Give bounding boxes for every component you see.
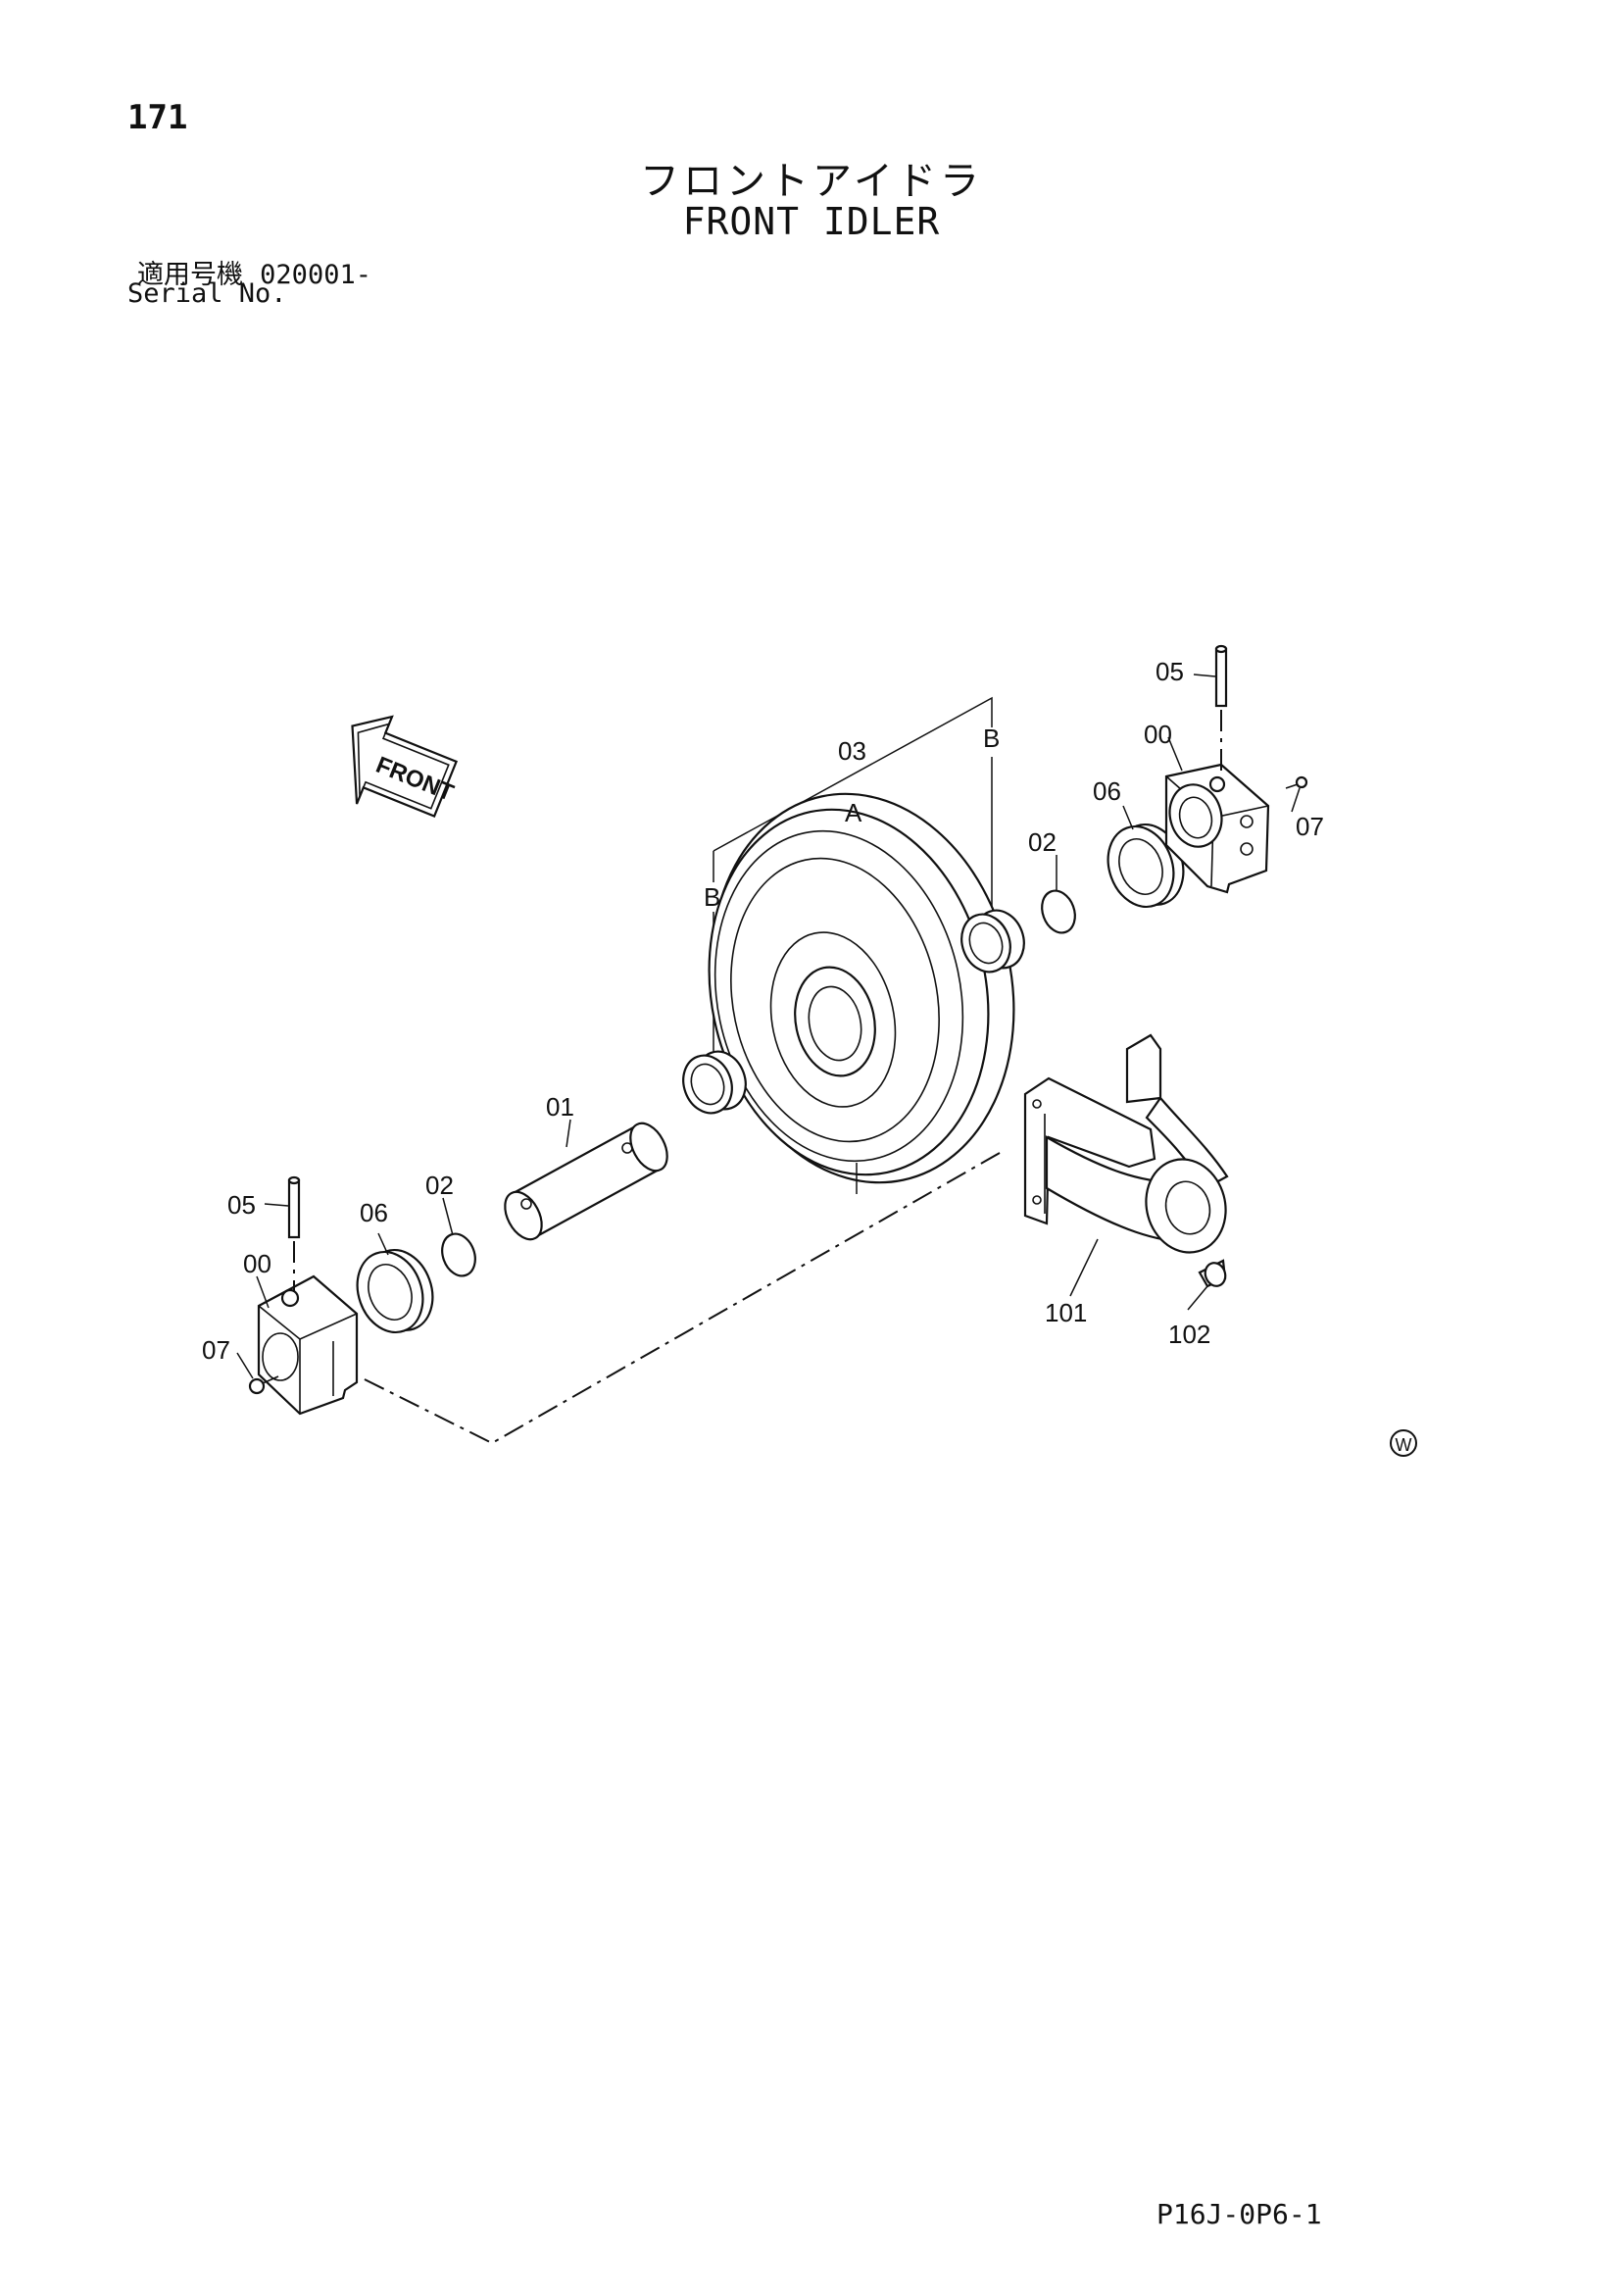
circled-w-mark: W — [1390, 1429, 1417, 1457]
callout-101: 101 — [1045, 1298, 1087, 1327]
page-number: 171 — [127, 98, 188, 137]
idler-wheel-part — [708, 792, 1015, 1184]
callout-03: 03 — [838, 736, 866, 766]
bushing-left-part — [682, 1050, 747, 1115]
callout-ref-b-left: B — [704, 882, 720, 912]
serial-label-english: Serial No. — [127, 278, 287, 309]
corner-mark-letter: W — [1396, 1435, 1412, 1455]
callout-05-left: 05 — [227, 1190, 256, 1220]
serial-label-ja: 適用号機 — [137, 260, 243, 290]
bushing-right-part — [960, 909, 1025, 973]
assembly-line — [362, 1152, 1001, 1445]
front-direction-arrow: FRONT — [351, 715, 459, 818]
callout-00-left: 00 — [243, 1249, 271, 1278]
callout-06-right: 06 — [1093, 776, 1121, 806]
drawing-code: P16J-0P6-1 — [1156, 2198, 1322, 2230]
callout-05-right: 05 — [1156, 657, 1184, 686]
callout-ref-a: A — [845, 798, 862, 827]
shaft-part — [504, 1122, 668, 1241]
seal-left-part — [356, 1248, 434, 1334]
callout-07-left: 07 — [202, 1335, 230, 1365]
pin-right-part — [1214, 644, 1228, 708]
bolt-right-part — [1285, 775, 1308, 789]
callout-02-right: 02 — [1028, 827, 1057, 857]
bolt-102-part — [1198, 1259, 1227, 1288]
support-right-part — [1164, 763, 1270, 894]
callout-02-left: 02 — [425, 1171, 454, 1200]
o-ring-left-part — [441, 1232, 476, 1277]
support-left-part — [257, 1274, 359, 1416]
callout-06-left: 06 — [360, 1198, 388, 1227]
seal-right-part — [1107, 823, 1185, 909]
bolt-left-part — [248, 1375, 279, 1395]
serial-value: 020001- — [260, 260, 371, 290]
callout-00-right: 00 — [1144, 720, 1172, 749]
callout-ref-b-right: B — [983, 724, 1000, 753]
callout-01: 01 — [546, 1092, 574, 1122]
title-japanese: フロントアイドラ — [640, 159, 983, 204]
pin-left-part — [287, 1175, 301, 1239]
serial-label-japanese: 適用号機 020001- — [137, 253, 371, 291]
callout-07-right: 07 — [1296, 812, 1324, 841]
yoke-part — [1023, 1033, 1229, 1254]
leader-lines — [236, 674, 1301, 1379]
callout-102: 102 — [1168, 1320, 1210, 1349]
o-ring-right-part — [1041, 889, 1076, 934]
title-english: FRONT IDLER — [682, 200, 941, 243]
